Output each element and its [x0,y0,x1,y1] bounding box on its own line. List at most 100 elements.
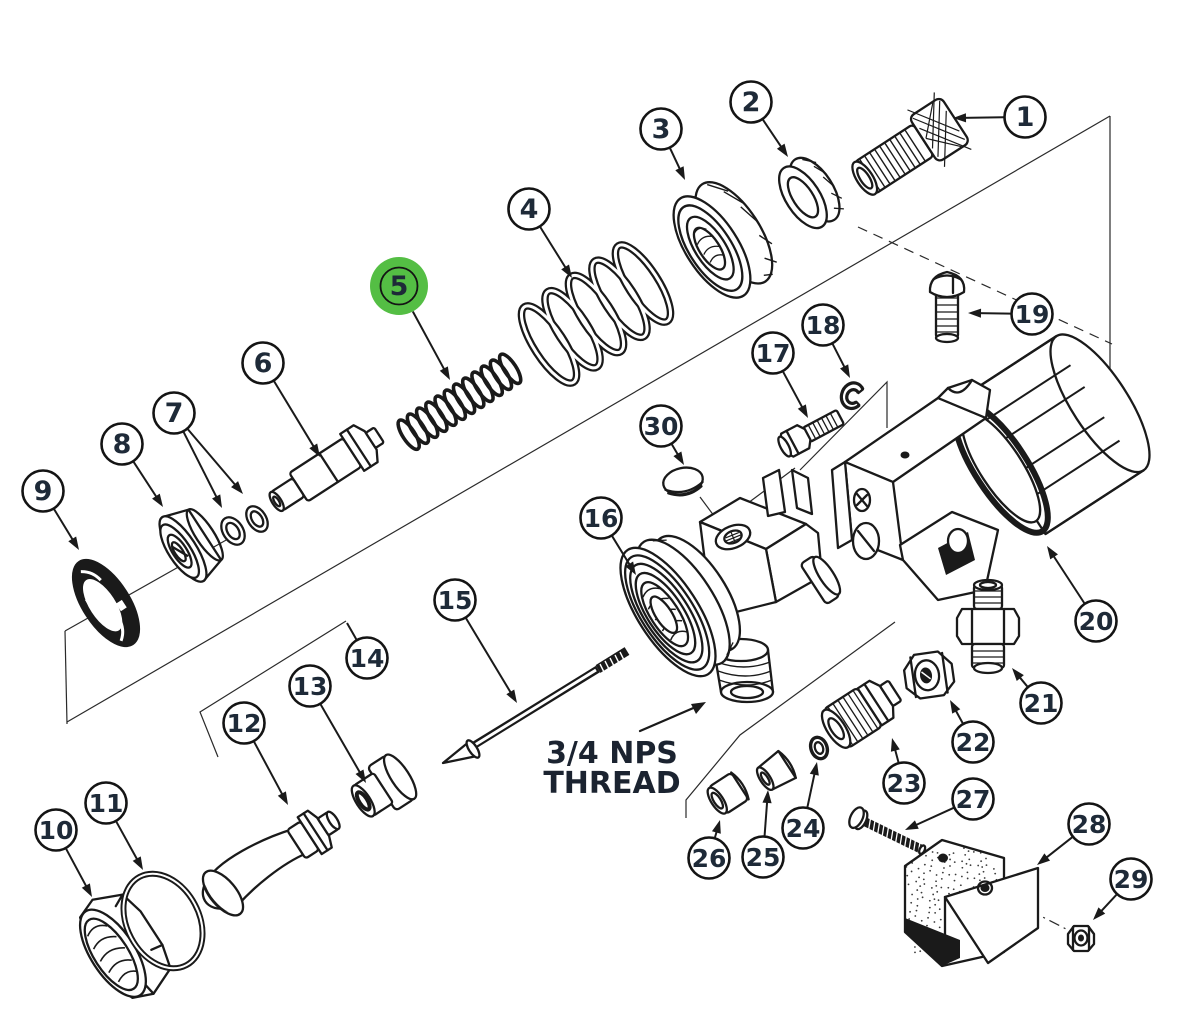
callout-number: 21 [1024,689,1059,718]
leader-arrowhead-22 [950,700,961,714]
callout-17[interactable]: 17 [751,331,809,419]
leader-line-10 [65,848,89,889]
leader-line-15 [465,617,513,695]
part-26-ferrule [706,771,750,815]
callout-28[interactable]: 28 [1037,802,1111,866]
callout-ring [288,664,332,708]
callout-2[interactable]: 2 [729,80,789,158]
callout-10[interactable]: 10 [34,808,93,898]
callout-3[interactable]: 3 [639,107,686,181]
callout-number: 30 [644,412,679,441]
callout-14[interactable]: 14 [345,622,389,680]
callout-number: 9 [34,476,53,507]
callout-ring [241,341,285,385]
part-8-packing-gland [158,508,224,583]
callout-number: 27 [956,785,991,814]
callout-number: 10 [39,816,74,845]
callout-ring [1003,95,1047,139]
tapped-boss [714,523,752,551]
leader-arrowhead-17 [797,404,808,418]
leader-arrowhead-11 [132,856,143,870]
group-bracket-14 [199,620,347,758]
part-6-valve-stem [268,424,385,513]
leader-arrowhead-16 [625,561,636,575]
leader-line-6 [273,380,316,449]
callout-ring [882,761,926,805]
callout-number: 1 [1016,102,1035,133]
callout-7[interactable]: 7 [152,391,244,509]
callout-20[interactable]: 20 [1047,546,1118,643]
callout-number: 15 [438,586,473,615]
callout-ring [100,422,144,466]
leader-arrowhead-26 [711,820,721,834]
callout-ring [1067,802,1111,846]
callout-25[interactable]: 25 [741,790,785,879]
callout-11[interactable]: 11 [84,781,144,871]
leader-line-25 [763,799,769,836]
callout-26[interactable]: 26 [687,820,731,880]
leader-line-7 [187,428,238,488]
thread-label-arrowhead [691,702,706,714]
leader-arrowhead-10 [81,883,92,897]
callout-number: 14 [350,644,385,673]
leader-line-5 [411,311,447,372]
callout-9[interactable]: 9 [21,469,80,551]
callout-18[interactable]: 18 [801,303,851,379]
callout-number: 7 [165,398,184,429]
callout-21[interactable]: 21 [1012,668,1063,725]
callout-number: 5 [390,271,409,302]
callout-1[interactable]: 1 [953,95,1047,139]
callout-30[interactable]: 30 [639,404,685,466]
part-7-washers [220,505,269,546]
callout-16[interactable]: 16 [579,496,637,576]
callout-6[interactable]: 6 [241,341,321,458]
callout-5[interactable]: 5 [370,257,450,380]
callout-number: 19 [1015,300,1050,329]
leader-line-4 [539,226,568,271]
leader-line-28 [1044,836,1073,860]
clevis-prong [790,468,814,516]
part-18-lock-washer [839,381,865,411]
callout-number: 24 [786,814,821,843]
callout-ring [222,701,266,745]
callout-29[interactable]: 29 [1093,857,1153,921]
leader-arrowhead-6 [309,443,320,457]
callout-13[interactable]: 13 [288,664,367,784]
callout-22[interactable]: 22 [950,700,995,764]
callout-ring [21,469,65,513]
leader-arrowhead-23 [890,738,900,752]
leader-line-18 [831,343,847,370]
callout-15[interactable]: 15 [433,578,518,704]
outlet-thread [712,637,775,704]
leader-line-29 [1099,894,1118,914]
callout-12[interactable]: 12 [222,701,289,806]
part-30-plug [662,466,704,497]
leader-arrowhead-7 [212,494,222,508]
leader-line-12 [253,741,285,797]
leader-arrowhead-2 [776,143,788,157]
thread-annotation: 3/4 NPS THREAD [543,702,706,801]
callout-number: 11 [89,789,124,818]
callout-ring [1010,292,1054,336]
callout-4[interactable]: 4 [507,187,573,279]
callout-number: 23 [887,769,922,798]
part-2-knurled-ring [778,156,844,230]
callout-ring [751,331,795,375]
leader-line-24 [806,771,816,808]
callout-27[interactable]: 27 [905,777,995,831]
leader-line-27 [913,807,954,827]
leader-arrowhead-29 [1093,907,1106,920]
callout-ring [639,404,683,448]
leader-arrowhead-20 [1047,546,1058,560]
callout-number: 16 [584,504,619,533]
callout-19[interactable]: 19 [968,292,1054,336]
callout-ring [951,777,995,821]
side-boss [800,555,842,605]
callout-23[interactable]: 23 [882,738,926,805]
callout-ring [507,187,551,231]
callout-number: 3 [652,114,671,145]
callout-8[interactable]: 8 [100,422,164,508]
callout-24[interactable]: 24 [781,762,825,850]
callout-number: 26 [692,844,727,873]
